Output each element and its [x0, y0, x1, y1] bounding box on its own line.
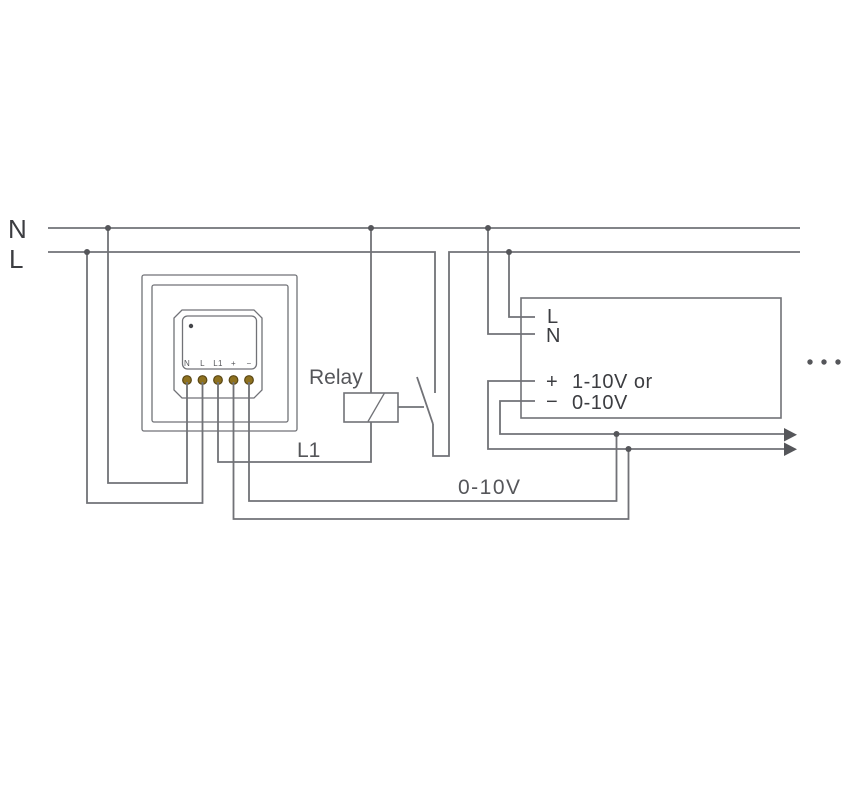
module-terminal-label-minus: −	[247, 359, 252, 368]
l1-wire-label: L1	[297, 439, 320, 462]
ellipsis-dot-icon	[821, 359, 827, 365]
control-wire-label: 0-10V	[458, 476, 522, 499]
module-terminals	[182, 375, 254, 385]
module-minus-control-wire	[248, 382, 618, 502]
driver-terminal-l-label: L	[547, 306, 559, 328]
driver-dim-plus-wire	[487, 380, 784, 450]
ellipsis-dot-icon	[835, 359, 841, 365]
module-terminal-label-l: L	[200, 359, 205, 368]
output-arrow-plus-icon	[784, 442, 797, 456]
driver-dim-range-2-label: 0-10V	[572, 392, 628, 414]
line-bus-label: L	[9, 244, 23, 274]
module-face-panel	[181, 315, 258, 370]
junction-dot	[368, 225, 374, 231]
module-body	[173, 309, 263, 399]
junction-dot	[613, 431, 620, 437]
driver-output-arrows	[784, 428, 797, 456]
junction-dot	[506, 249, 512, 255]
module-terminal-labels: N L L1 + −	[184, 359, 252, 368]
driver-minus-label: −	[546, 391, 558, 413]
power-bus: N L	[8, 214, 800, 393]
output-arrow-minus-icon	[784, 428, 797, 442]
module-neutral-wire	[107, 228, 188, 484]
driver-neutral-feed-wire	[487, 228, 535, 335]
relay-coil-box	[343, 392, 399, 423]
module-plus-control-wire	[232, 382, 630, 520]
module-terminal-label-n: N	[184, 359, 190, 368]
driver-plus-label: +	[546, 371, 558, 393]
ellipsis-dot-icon	[807, 359, 813, 365]
status-led-icon	[188, 323, 194, 329]
module-terminal-label-plus: +	[231, 359, 236, 368]
module-line-wire	[86, 252, 204, 504]
driver-dim-range-1-label: 1-10V or	[572, 371, 653, 393]
driver-line-feed-wire	[508, 252, 535, 318]
led-driver-box	[520, 297, 782, 419]
junction-dot	[105, 225, 111, 231]
module-outer-frame	[141, 274, 298, 432]
relay: Relay	[309, 228, 424, 423]
module-wiring	[86, 228, 630, 520]
driver-terminal-n-label: N	[546, 325, 561, 347]
relay-label: Relay	[309, 366, 363, 389]
junction-dot	[625, 446, 632, 452]
junction-dot	[84, 249, 90, 255]
switch-blade	[416, 376, 434, 425]
module-l1-wire	[217, 382, 372, 463]
module-inner-frame	[151, 284, 289, 423]
junction-dot	[485, 225, 491, 231]
relay-coil-diagonal	[367, 392, 386, 422]
junction-dots	[84, 225, 632, 452]
dimmer-module: N L L1 + −	[141, 274, 298, 432]
switched-line-wire	[432, 251, 800, 457]
relay-switch	[416, 251, 800, 457]
module-terminal-label-l1: L1	[213, 359, 223, 368]
driver-dim-minus-wire	[499, 400, 784, 435]
more-drivers-ellipsis	[807, 359, 841, 365]
led-driver: L N + 1-10V or − 0-10V	[487, 228, 784, 450]
line-bus-wire	[48, 251, 436, 393]
neutral-bus-label: N	[8, 214, 27, 244]
